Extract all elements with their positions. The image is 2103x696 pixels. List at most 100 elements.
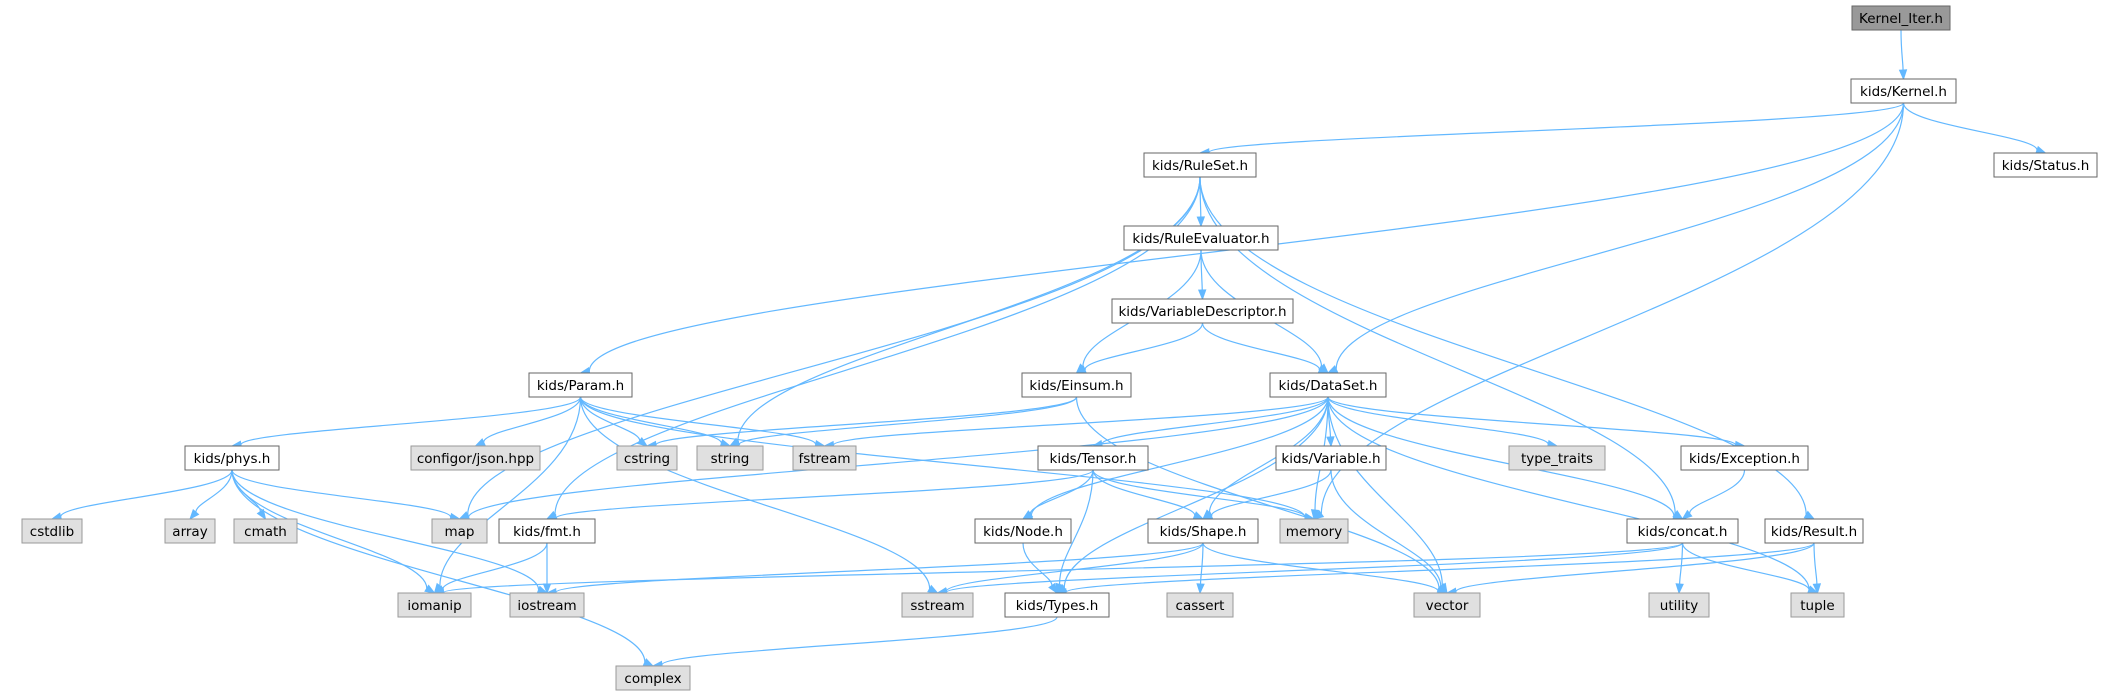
- node-label-configor: configor/json.hpp: [417, 451, 534, 467]
- node-cassert: cassert: [1166, 592, 1234, 618]
- edge-einsum-to-vector: [1075, 396, 1440, 589]
- node-kernel[interactable]: kids/Kernel.h: [1850, 78, 1957, 104]
- node-label-ruleeval: kids/RuleEvaluator.h: [1132, 231, 1269, 247]
- edge-phys-to-array: [195, 469, 233, 513]
- node-box-phys: [184, 445, 280, 471]
- arrowhead-param-to-cstring: [636, 436, 649, 447]
- node-box-memory: [1279, 518, 1349, 544]
- arrowhead-exception-to-concat: [1681, 509, 1693, 520]
- node-box-tensor: [1037, 445, 1149, 471]
- node-param[interactable]: kids/Param.h: [528, 372, 633, 398]
- node-label-type_traits: type_traits: [1521, 451, 1593, 467]
- node-sstream: sstream: [901, 592, 974, 618]
- node-dataset[interactable]: kids/DataSet.h: [1269, 372, 1387, 398]
- node-box-map: [431, 518, 488, 544]
- node-label-node: kids/Node.h: [983, 524, 1063, 540]
- node-cstring: cstring: [616, 445, 678, 471]
- node-tuple: tuple: [1790, 592, 1845, 618]
- edge-dataset-to-vector: [1327, 396, 1443, 586]
- node-label-ruleset: kids/RuleSet.h: [1152, 158, 1248, 174]
- node-box-status: [1993, 152, 2098, 178]
- node-ruleset[interactable]: kids/RuleSet.h: [1143, 152, 1257, 178]
- node-box-iomanip: [397, 592, 472, 618]
- edge-kernel-to-dataset: [1335, 102, 1905, 370]
- node-concat[interactable]: kids/concat.h: [1626, 518, 1739, 544]
- node-box-exception: [1680, 445, 1809, 471]
- node-label-dataset: kids/DataSet.h: [1279, 378, 1378, 394]
- node-vector: vector: [1413, 592, 1481, 618]
- node-fmt[interactable]: kids/fmt.h: [498, 518, 596, 544]
- node-box-vector: [1413, 592, 1481, 618]
- edge-param-to-cstring: [579, 396, 641, 441]
- node-node[interactable]: kids/Node.h: [974, 518, 1072, 544]
- node-box-fmt: [498, 518, 596, 544]
- node-label-variable: kids/Variable.h: [1281, 451, 1380, 467]
- edge-dataset-to-type_traits: [1327, 396, 1549, 445]
- node-label-complex: complex: [624, 671, 681, 687]
- edge-dataset-to-tensor: [1101, 396, 1329, 445]
- node-status[interactable]: kids/Status.h: [1993, 152, 2098, 178]
- node-label-exception: kids/Exception.h: [1689, 451, 1800, 467]
- edge-shape-to-vector: [1202, 542, 1439, 592]
- edge-param-to-fstream: [579, 396, 817, 445]
- node-box-dataset: [1269, 372, 1387, 398]
- node-shape[interactable]: kids/Shape.h: [1147, 518, 1259, 544]
- node-label-fmt: kids/fmt.h: [513, 524, 581, 540]
- edge-variable-to-vector: [1330, 469, 1442, 587]
- node-result[interactable]: kids/Result.h: [1764, 518, 1864, 544]
- edge-param-to-iomanip: [439, 396, 582, 586]
- node-label-vector: vector: [1426, 598, 1469, 614]
- arrowhead-tensor-to-types: [1055, 582, 1064, 595]
- node-type_traits: type_traits: [1508, 445, 1606, 471]
- edge-result-to-tuple: [1813, 542, 1818, 585]
- node-einsum[interactable]: kids/Einsum.h: [1021, 372, 1132, 398]
- node-box-cstdlib: [21, 518, 83, 544]
- node-box-fstream: [792, 445, 857, 471]
- edge-vardesc-to-dataset: [1201, 322, 1321, 370]
- node-cstdlib: cstdlib: [21, 518, 83, 544]
- node-cmath: cmath: [233, 518, 298, 544]
- edge-concat-to-utility: [1679, 542, 1684, 585]
- edge-phys-to-map: [231, 469, 452, 518]
- edge-dataset-to-exception: [1327, 396, 1737, 446]
- node-exception[interactable]: kids/Exception.h: [1680, 445, 1809, 471]
- node-box-kernel: [1850, 78, 1957, 104]
- node-label-vardesc: kids/VariableDescriptor.h: [1118, 304, 1286, 320]
- node-variable[interactable]: kids/Variable.h: [1275, 445, 1387, 471]
- edge-tensor-to-shape: [1092, 469, 1196, 516]
- edge-dataset-to-types: [1063, 396, 1329, 588]
- edge-kernel-to-ruleset: [1208, 102, 1905, 153]
- node-label-string: string: [711, 451, 750, 467]
- node-ruleeval[interactable]: kids/RuleEvaluator.h: [1123, 225, 1279, 251]
- node-string: string: [696, 445, 764, 471]
- edge-param-to-configor: [483, 396, 582, 443]
- node-label-result: kids/Result.h: [1771, 524, 1857, 540]
- node-phys[interactable]: kids/phys.h: [184, 445, 280, 471]
- arrowhead-kernel_iter-to-kernel: [1898, 69, 1908, 81]
- edge-param-to-string: [579, 396, 723, 444]
- edge-tensor-to-node: [1029, 469, 1094, 515]
- node-tensor[interactable]: kids/Tensor.h: [1037, 445, 1149, 471]
- arrowhead-result-to-tuple: [1812, 583, 1822, 595]
- edge-phys-to-iostream: [231, 469, 540, 590]
- node-label-iostream: iostream: [517, 598, 576, 614]
- node-box-string: [696, 445, 764, 471]
- arrowhead-ruleeval-to-vardesc: [1197, 289, 1207, 301]
- arrowhead-param-to-sstream: [927, 584, 939, 594]
- node-label-tensor: kids/Tensor.h: [1050, 451, 1137, 467]
- node-types[interactable]: kids/Types.h: [1004, 592, 1110, 618]
- edge-tensor-to-types: [1058, 469, 1094, 585]
- node-iostream: iostream: [509, 592, 585, 618]
- node-label-cstdlib: cstdlib: [30, 524, 74, 540]
- edge-vardesc-to-einsum: [1084, 322, 1204, 370]
- edge-concat-to-tuple: [1681, 542, 1810, 591]
- node-box-ruleset: [1143, 152, 1257, 178]
- node-label-cassert: cassert: [1176, 598, 1225, 614]
- edge-shape-to-iostream: [555, 542, 1204, 593]
- edge-tensor-to-fmt: [555, 469, 1094, 519]
- node-box-param: [528, 372, 633, 398]
- node-vardesc[interactable]: kids/VariableDescriptor.h: [1111, 298, 1294, 324]
- node-box-types: [1004, 592, 1110, 618]
- edge-kernel-to-memory: [1320, 102, 1905, 514]
